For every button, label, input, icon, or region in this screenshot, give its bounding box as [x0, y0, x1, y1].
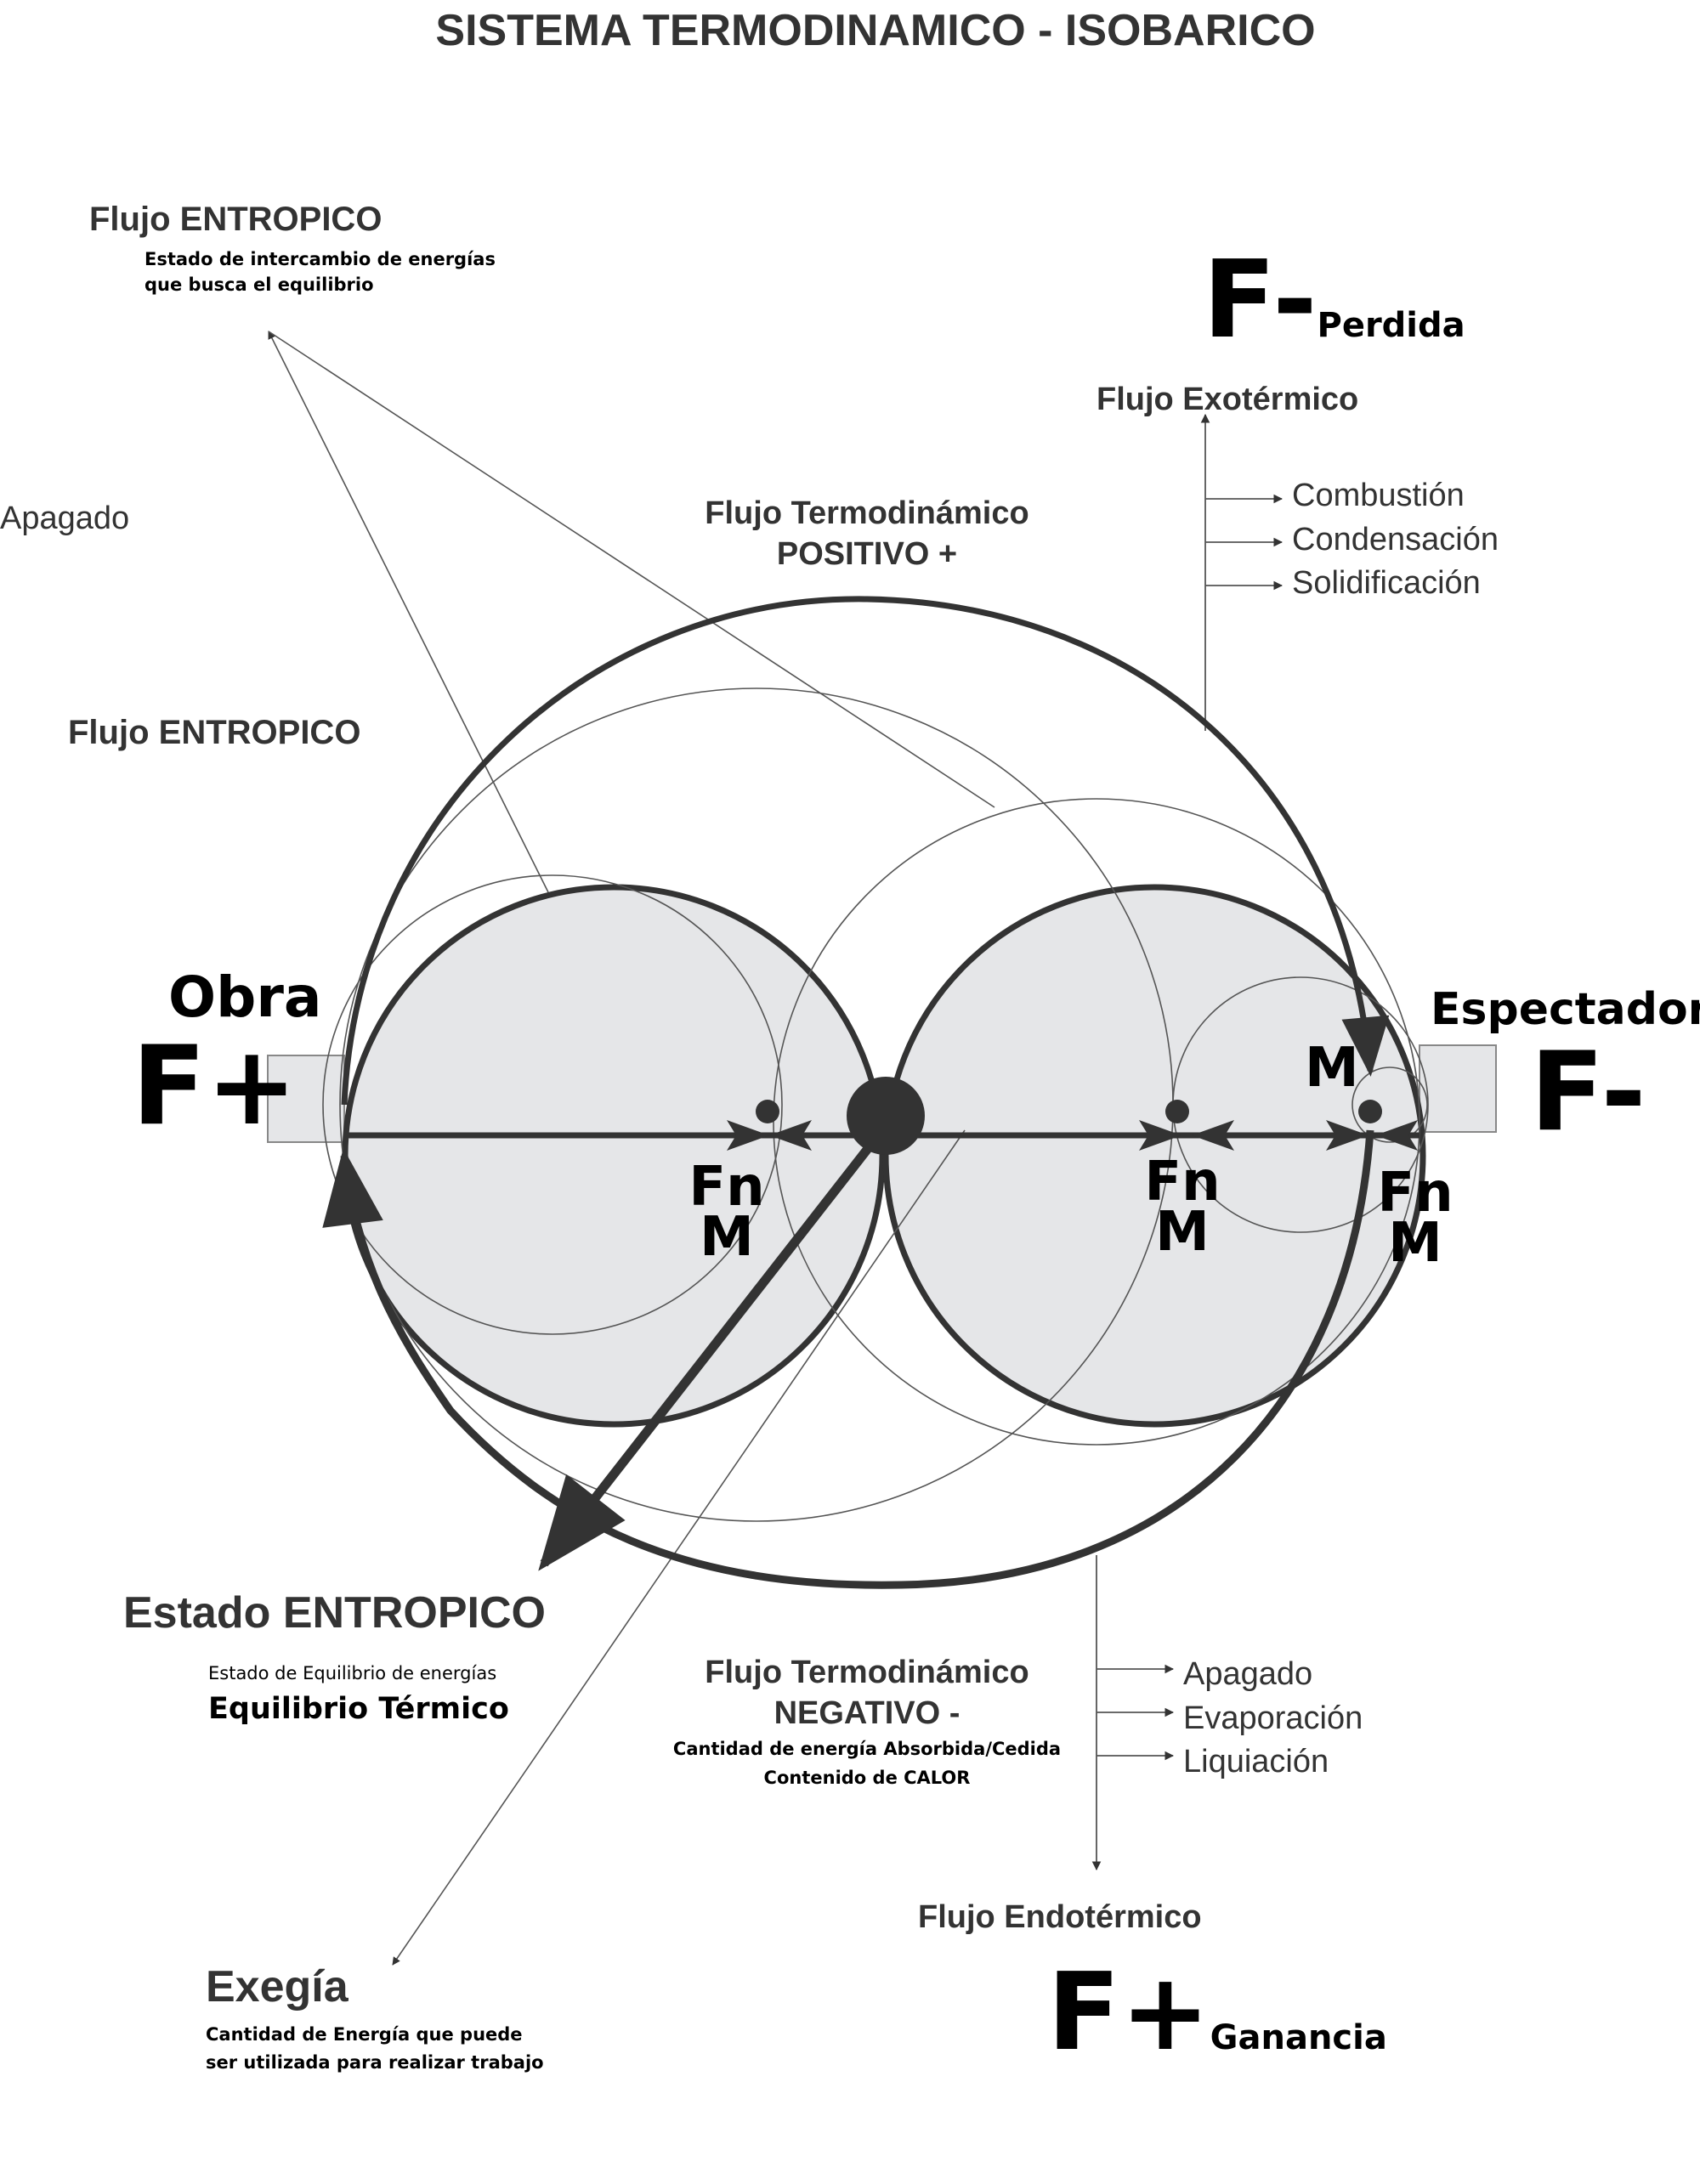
flujo-entropico-top-title: Flujo ENTROPICO	[89, 201, 382, 238]
label-line: Flujo Termodinámico	[705, 1655, 1029, 1690]
f-minus-symbol: F-	[1203, 237, 1318, 362]
right-lobe-circle	[882, 884, 1426, 1428]
f-plus-ganancia: F+Ganancia	[1047, 1959, 1387, 2066]
f-minus-perdida: F-Perdida	[1203, 246, 1465, 354]
node-right	[1358, 1100, 1382, 1123]
exotermico-list: Combustión Condensación Solidificación	[1292, 474, 1499, 606]
endotermico-list: Apagado Evaporación Liquiación	[1183, 1653, 1363, 1785]
node-middle	[1165, 1100, 1189, 1123]
exotermico-item: Condensación	[1292, 521, 1499, 557]
node-label-right: Fn M	[1368, 1162, 1462, 1275]
center-node	[847, 1077, 925, 1155]
node-left	[756, 1100, 779, 1123]
left-lobe-circle	[342, 884, 886, 1428]
endotermico-item: Evaporación	[1183, 1700, 1363, 1736]
leader-line-entropico-2	[268, 331, 995, 808]
m-label: M	[1155, 1200, 1210, 1264]
flujo-exotermico-title: Flujo Exotérmico	[1096, 382, 1359, 417]
ganancia-subscript: Ganancia	[1210, 2018, 1387, 2057]
desc-line: Estado de intercambio de energías	[144, 249, 496, 269]
estado-entropico-title: Estado ENTROPICO	[123, 1588, 546, 1638]
espectador-output-box	[1419, 1044, 1497, 1133]
espectador-label: Espectador	[1431, 984, 1700, 1035]
m-label-right-top: M	[1305, 1037, 1359, 1100]
estado-entropico-desc: Estado de Equilibrio de energías	[208, 1663, 497, 1683]
fn-label: Fn	[1377, 1162, 1454, 1225]
equilibrio-termico-label: Equilibrio Térmico	[208, 1692, 509, 1726]
label-line: NEGATIVO -	[774, 1695, 960, 1731]
fn-label: Fn	[1144, 1151, 1221, 1214]
axis-arrowheads	[727, 1120, 1418, 1151]
negative-flow-arc	[322, 1129, 1374, 1589]
flujo-termodinamico-negativo: Flujo Termodinámico NEGATIVO -	[629, 1653, 1105, 1734]
node-label-middle: Fn M	[1136, 1151, 1229, 1264]
leader-line-entropico-1	[268, 331, 549, 893]
obra-input-box	[267, 1055, 345, 1143]
flujo-endotermico-title: Flujo Endotérmico	[918, 1899, 1202, 1935]
fn-label: Fn	[688, 1156, 765, 1219]
desc-line: Cantidad de Energía que puede	[206, 2024, 523, 2045]
positive-flow-arc	[341, 596, 1390, 1106]
construction-circle	[1352, 1067, 1428, 1143]
exegia-desc: Cantidad de Energía que puede ser utiliz…	[206, 2021, 544, 2076]
f-plus-obra: F+	[132, 1023, 298, 1150]
label-line: Flujo Termodinámico	[705, 495, 1029, 531]
label-line: POSITIVO +	[776, 536, 958, 573]
f-minus-espectador: F-	[1530, 1029, 1646, 1156]
desc-line: Contenido de CALOR	[763, 1767, 971, 1788]
exotermico-item: Solidificación	[1292, 565, 1481, 602]
desc-line: Cantidad de energía Absorbida/Cedida	[672, 1739, 1062, 1759]
flujo-entropico-mid-title: Flujo ENTROPICO	[68, 714, 361, 751]
perdida-subscript: Perdida	[1317, 306, 1465, 345]
endotermico-item: Liquiación	[1183, 1744, 1329, 1780]
construction-circle	[322, 874, 783, 1335]
desc-line: ser utilizada para realizar trabajo	[206, 2051, 544, 2073]
node-label-left: Fn M	[680, 1156, 774, 1269]
flujo-termodinamico-negativo-desc: Cantidad de energía Absorbida/Cedida Con…	[629, 1735, 1105, 1792]
endothermic-branch	[1091, 1555, 1175, 1871]
apagado-left-label: Apagado	[0, 501, 130, 536]
f-plus-symbol: F+	[1047, 1949, 1210, 2074]
leader-line-exegia	[392, 1129, 966, 1966]
obra-label: Obra	[168, 965, 322, 1030]
flujo-termodinamico-positivo: Flujo Termodinámico POSITIVO +	[629, 493, 1105, 575]
exegia-title: Exegía	[206, 1962, 348, 2011]
exotermico-item: Combustión	[1292, 478, 1465, 513]
m-label: M	[1388, 1211, 1442, 1275]
m-label: M	[700, 1205, 754, 1269]
entropic-state-arrow	[538, 1135, 880, 1571]
desc-line: que busca el equilibrio	[144, 274, 374, 296]
endotermico-item: Apagado	[1183, 1656, 1313, 1692]
exothermic-branch	[1200, 413, 1284, 731]
page-title: SISTEMA TERMODINAMICO - ISOBARICO	[435, 6, 1316, 55]
flujo-entropico-top-desc: Estado de intercambio de energías que bu…	[144, 246, 496, 298]
